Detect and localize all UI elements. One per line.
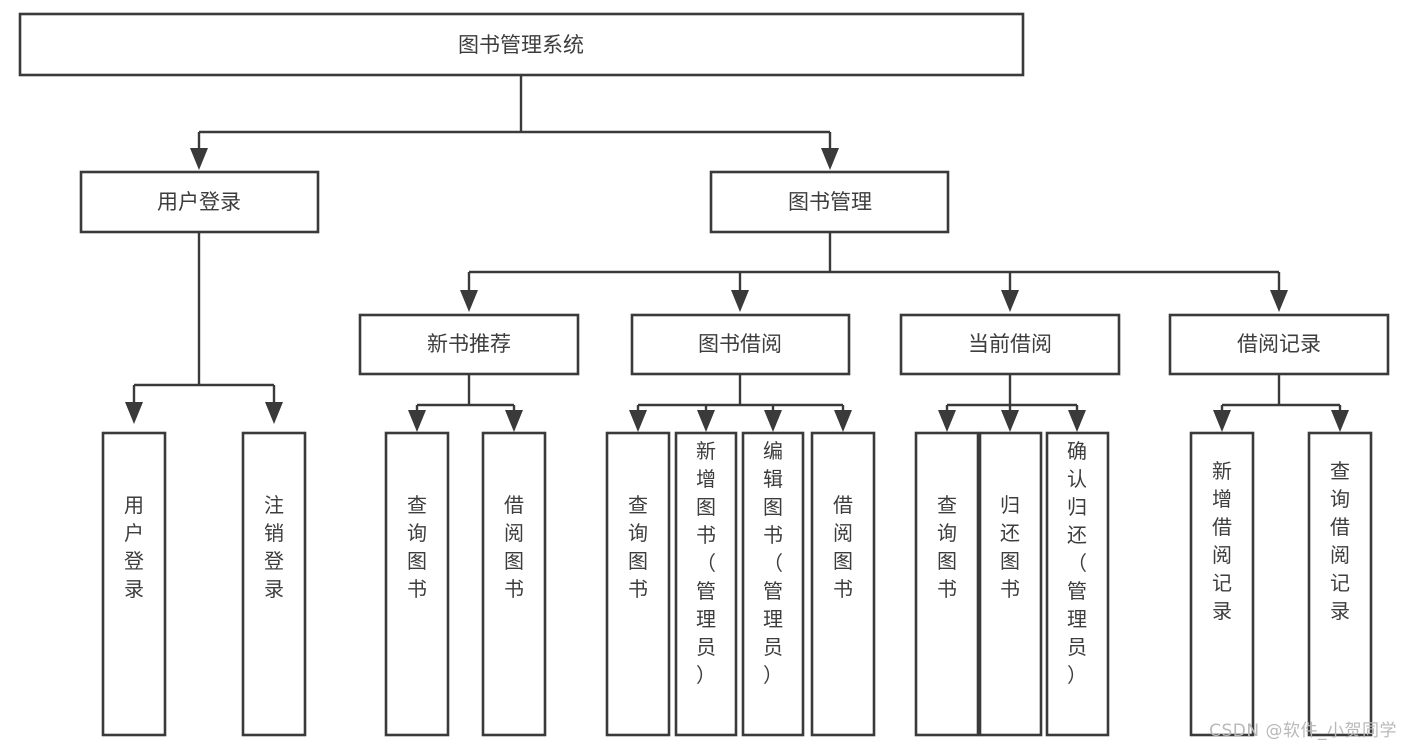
leaf-box[interactable]: [481, 431, 547, 737]
leaf-box[interactable]: [605, 431, 671, 737]
node-borrow-record-label: 借阅记录: [1237, 332, 1321, 356]
leaf-current-borrow-confirm-return-admin[interactable]: 确认归还（管理员）: [1045, 431, 1110, 737]
arrow-new-book-leaf-2: [505, 410, 523, 432]
csdn-watermark: CSDN @软件_小贺同学: [1209, 721, 1397, 741]
leaf-book-borrow-add-book-admin[interactable]: 新增图书（管理员）: [674, 431, 738, 737]
leaf-borrow-record-add-record[interactable]: 新增借阅记录: [1189, 431, 1255, 737]
leaf-label: 借阅图书: [833, 493, 853, 601]
leaf-label: 查询图书: [937, 493, 957, 601]
node-new-book-recommend-box[interactable]: [358, 313, 580, 376]
leaf-label: 编辑图书（管理员）: [763, 439, 783, 687]
leaf-label: 查询借阅记录: [1330, 459, 1350, 623]
leaf-label: 新增借阅记录: [1212, 459, 1232, 623]
leaf-label: 注销登录: [264, 493, 284, 601]
arrow-new-book-leaf-1: [408, 410, 426, 432]
leaf-box[interactable]: [1045, 431, 1110, 737]
leaf-label: 确认归还（管理员）: [1067, 439, 1087, 687]
node-current-borrow-label: 当前借阅: [968, 332, 1052, 356]
leaf-book-borrow-query-book[interactable]: 查询图书: [605, 431, 671, 737]
node-borrow-record-box[interactable]: [1168, 313, 1390, 376]
node-book-borrow-box[interactable]: [630, 313, 851, 376]
arrow-root-to-user-login: [190, 148, 208, 170]
leaf-borrow-record-query-record[interactable]: 查询借阅记录: [1307, 431, 1373, 737]
node-user-login[interactable]: 用户登录: [79, 170, 320, 234]
node-book-management-label: 图书管理: [788, 190, 872, 214]
leaf-box[interactable]: [741, 431, 805, 737]
leaf-new-book-borrow-book[interactable]: 借阅图书: [481, 431, 547, 737]
arrow-book-borrow-leaf-1: [629, 410, 647, 432]
arrow-user-login-leaf-1: [125, 402, 143, 424]
leaf-box[interactable]: [810, 431, 876, 737]
arrow-current-borrow-leaf-1: [938, 410, 956, 432]
leaf-current-borrow-query-book[interactable]: 查询图书: [914, 431, 980, 737]
leaf-label: 借阅图书: [504, 493, 524, 601]
leaf-book-borrow-borrow-book[interactable]: 借阅图书: [810, 431, 876, 737]
node-borrow-record[interactable]: 借阅记录: [1168, 313, 1390, 376]
leaf-new-book-query-book[interactable]: 查询图书: [384, 431, 450, 737]
node-root-box[interactable]: [18, 12, 1025, 77]
node-new-book-recommend[interactable]: 新书推荐: [358, 313, 580, 376]
node-user-login-box[interactable]: [79, 170, 320, 234]
arrow-current-borrow-leaf-3: [1068, 410, 1086, 432]
arrow-book-borrow-leaf-4: [834, 410, 852, 432]
leaf-label: 用户登录: [124, 493, 144, 601]
node-current-borrow[interactable]: 当前借阅: [899, 313, 1121, 376]
leaf-user-login-login[interactable]: 用户登录: [101, 431, 167, 737]
leaf-box[interactable]: [1307, 431, 1373, 737]
arrow-root-to-book-mgmt: [821, 148, 839, 170]
arrow-to-new-book-recommend: [460, 290, 478, 312]
leaf-book-borrow-edit-book-admin[interactable]: 编辑图书（管理员）: [741, 431, 805, 737]
arrow-borrow-record-leaf-1: [1213, 410, 1231, 432]
connector-layer: [125, 75, 1349, 432]
arrow-user-login-leaf-2: [265, 402, 283, 424]
arrow-borrow-record-leaf-2: [1331, 410, 1349, 432]
node-new-book-recommend-label: 新书推荐: [427, 332, 511, 356]
leaf-box[interactable]: [101, 431, 167, 737]
arrow-current-borrow-leaf-2: [1001, 410, 1019, 432]
leaf-box[interactable]: [384, 431, 450, 737]
arrow-book-borrow-leaf-3: [764, 410, 782, 432]
leaf-box[interactable]: [1189, 431, 1255, 737]
arrow-to-current-borrow: [1001, 290, 1019, 312]
leaf-label: 归还图书: [1000, 493, 1020, 601]
node-root-label: 图书管理系统: [458, 33, 584, 57]
arrow-book-borrow-leaf-2: [697, 410, 715, 432]
node-root-book-management-system[interactable]: 图书管理系统: [18, 12, 1025, 77]
leaf-current-borrow-return-book[interactable]: 归还图书: [978, 431, 1043, 737]
leaf-box[interactable]: [978, 431, 1043, 737]
leaf-user-login-logout[interactable]: 注销登录: [241, 431, 307, 737]
arrow-to-book-borrow: [731, 290, 749, 312]
leaf-box[interactable]: [241, 431, 307, 737]
leaf-box[interactable]: [914, 431, 980, 737]
leaf-label: 新增图书（管理员）: [696, 439, 716, 687]
leaf-label: 查询图书: [628, 493, 648, 601]
leaf-box[interactable]: [674, 431, 738, 737]
node-book-borrow-label: 图书借阅: [698, 332, 782, 356]
arrow-to-borrow-record: [1270, 290, 1288, 312]
leaf-label: 查询图书: [407, 493, 427, 601]
node-book-borrow[interactable]: 图书借阅: [630, 313, 851, 376]
node-book-management[interactable]: 图书管理: [709, 170, 950, 234]
node-user-login-label: 用户登录: [157, 190, 241, 214]
node-current-borrow-box[interactable]: [899, 313, 1121, 376]
node-book-management-box[interactable]: [709, 170, 950, 234]
